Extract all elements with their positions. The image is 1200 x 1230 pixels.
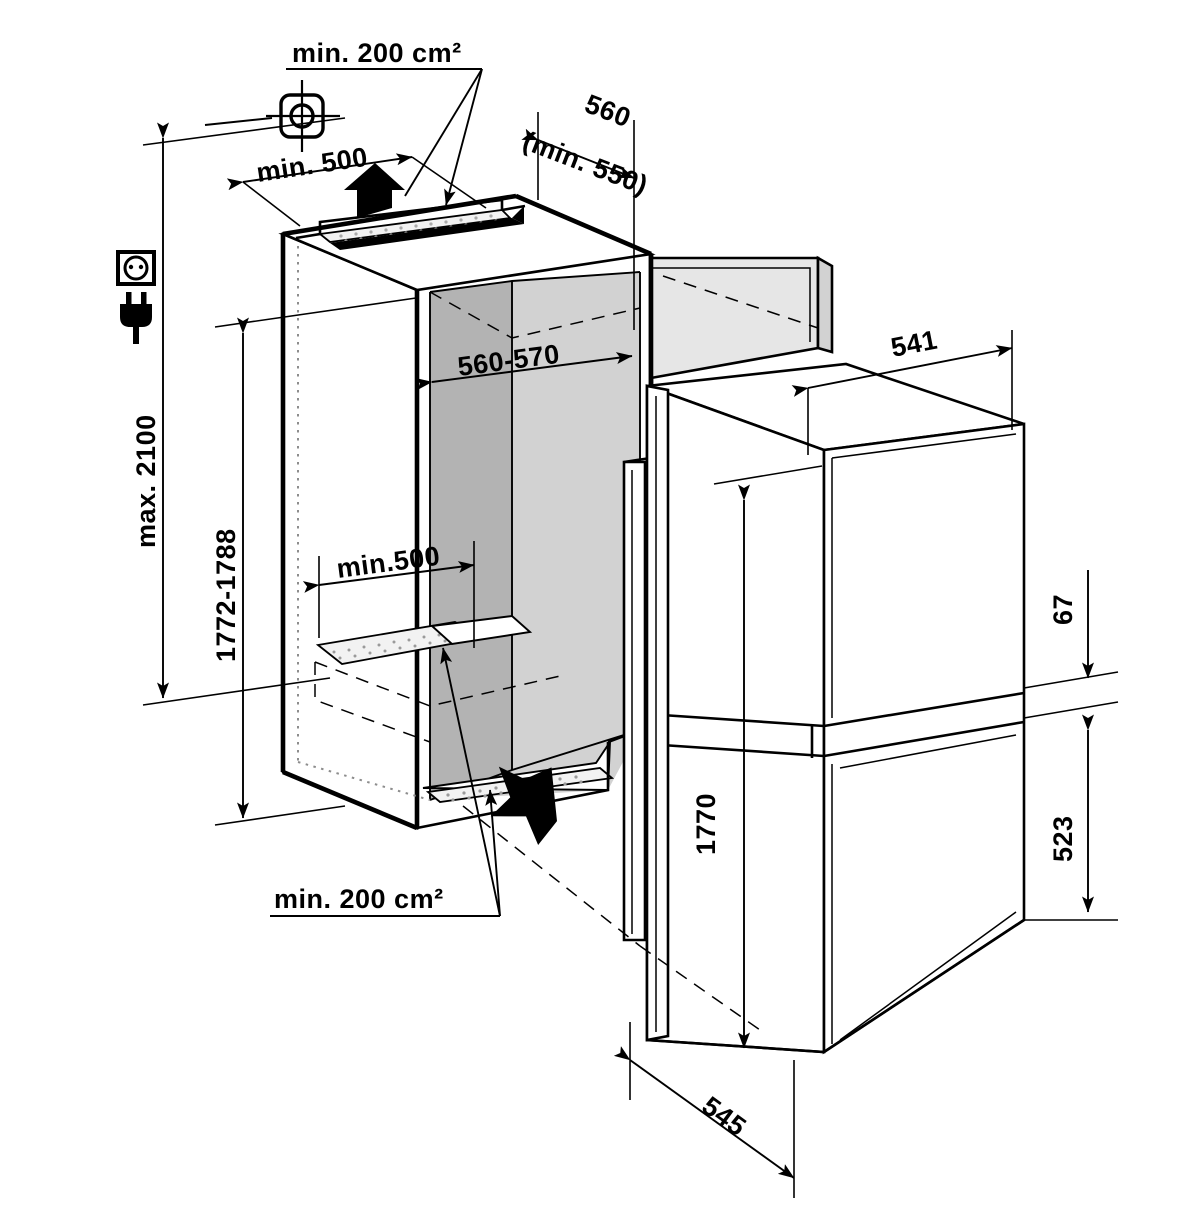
dim-max-height-ext-bottom [142, 677, 331, 706]
cabinet-top-recess-outline [295, 198, 526, 240]
airflow-in-arrow-icon [490, 766, 557, 845]
dim-mid-depth-line [302, 561, 475, 593]
appliance-door-gap-top-front [646, 712, 825, 728]
label-max-height: max. 2100 [131, 414, 161, 548]
dim-door-gap-ext-bottom [1023, 671, 1119, 689]
open-door-hidden-diagonal [662, 275, 819, 329]
vent-bottom-leader-2 [485, 789, 501, 917]
dim-appliance-depth-line [613, 1046, 795, 1179]
callout-leaders [270, 68, 501, 917]
cabinet-right-panel [622, 460, 647, 942]
label-door-gap: 67 [1048, 594, 1078, 625]
vent-top-leader-1 [444, 68, 483, 206]
cabinet-top-right-edge [515, 193, 652, 257]
open-door-panel-inner-line [651, 267, 811, 342]
projection-line-bottom [462, 805, 641, 947]
dim-top-depth-ext-right [411, 156, 487, 209]
cabinet-left-side-face [281, 232, 419, 830]
appliance-door-gap-bottom-front [646, 742, 825, 758]
cabinet-top-front-band [330, 218, 524, 250]
floor-vent-cutout [429, 615, 533, 646]
power-socket-icon [116, 250, 156, 286]
label-vent-top: min. 200 cm² [292, 38, 462, 68]
dim-rear-depth-line [521, 128, 635, 179]
lower-inner-vent-perforations [332, 633, 447, 660]
dimension-lines [142, 112, 1119, 1198]
power-plug-icon [120, 292, 152, 344]
appliance-door-gap-top-side [823, 691, 1025, 728]
label-niche-height-range: 1772-1788 [211, 528, 241, 662]
dim-top-depth-line [226, 153, 413, 191]
hidden-floor-line-left [297, 761, 431, 801]
appliance-group [462, 362, 1026, 1055]
label-appliance-height: 1770 [691, 793, 721, 855]
niche-back-wall [512, 272, 640, 770]
appliance-lower-door-top-inner-line [839, 734, 1017, 769]
dim-appliance-width-line [791, 345, 1013, 397]
cabinet-right-panel-joint [607, 734, 625, 744]
dim-top-depth-ext-left [242, 181, 301, 227]
appliance-front-door-strip [645, 384, 670, 1042]
appliance-top-inner-line [831, 433, 1017, 459]
label-vent-bottom: min. 200 cm² [274, 884, 444, 914]
dim-freezer-height-ext-top [1023, 701, 1119, 719]
dim-niche-height-ext-bottom [214, 805, 346, 826]
cabinet-top-band-corner [512, 206, 524, 224]
cabinet-bottom-right-edge [416, 742, 610, 830]
dim-niche-height-ext-top [214, 297, 417, 328]
icon-group [116, 80, 340, 344]
center-datum-icon [204, 80, 340, 152]
hidden-diagonal-upper [429, 291, 641, 339]
label-freezer-height: 523 [1048, 815, 1078, 862]
vent-bottom-leader-1 [440, 647, 501, 917]
hidden-shelf-line [314, 662, 431, 743]
appliance-bottom-edge [646, 918, 1025, 1054]
vent-top-leader-2 [404, 68, 483, 197]
dim-niche-width-line [415, 352, 633, 390]
cabinet-bottom-left-edge [282, 769, 418, 831]
appliance-lower-door-bottom-inner-line [839, 911, 1017, 1041]
niche-left-inner-wall [430, 281, 512, 800]
appliance-door-gap-bottom-side [823, 720, 1025, 758]
open-door-panel-edge [816, 255, 834, 354]
dim-appliance-height-ext-top [713, 465, 823, 485]
niche-cabinet-group [278, 193, 834, 942]
